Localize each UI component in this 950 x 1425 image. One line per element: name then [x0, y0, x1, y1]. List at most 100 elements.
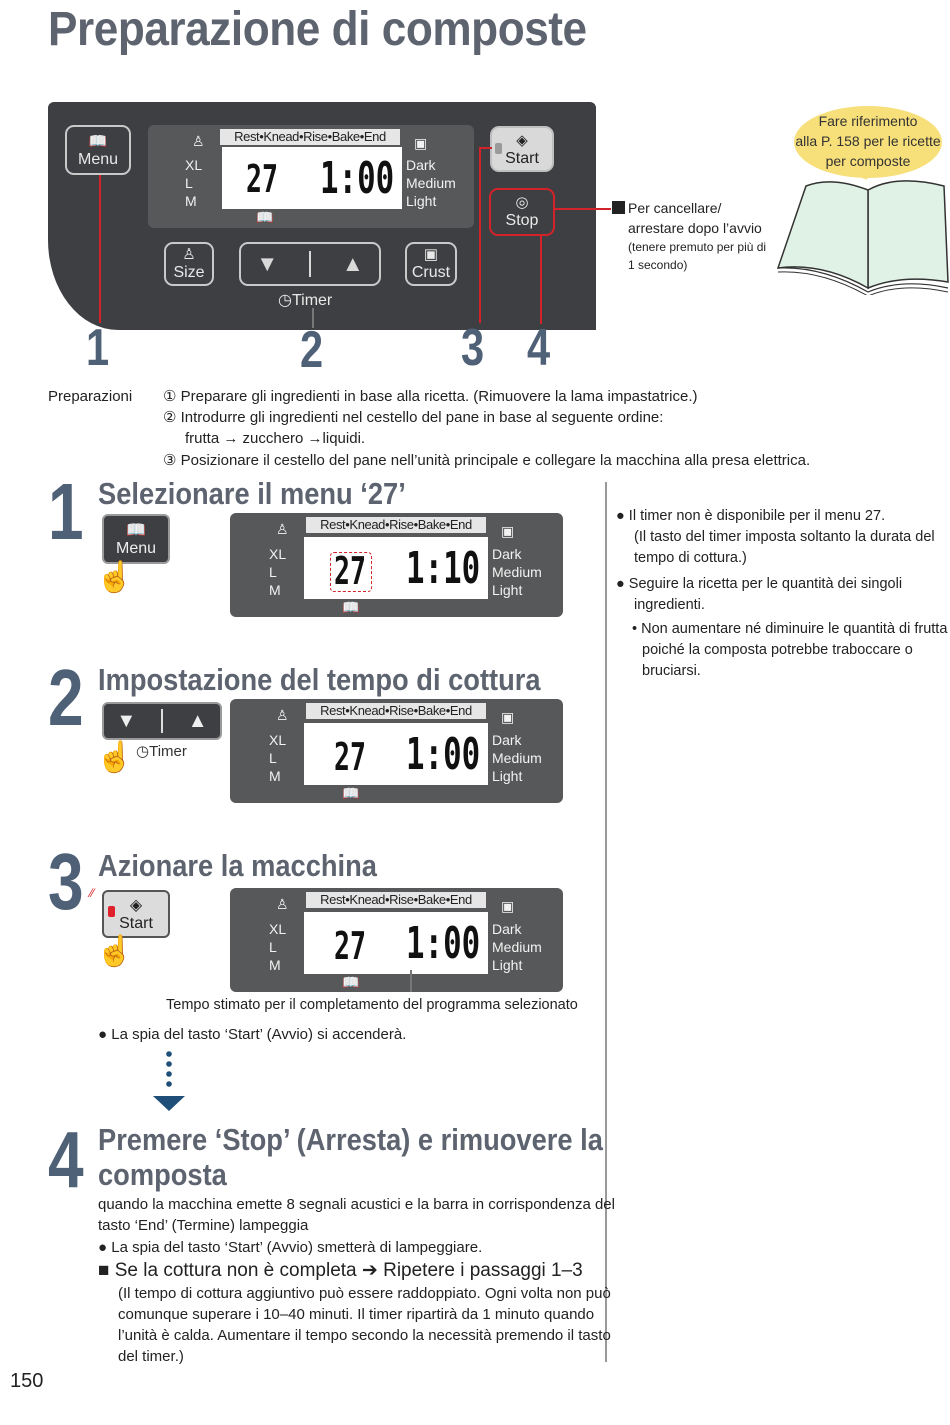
size-xl: XL: [269, 546, 287, 562]
step-3-number: 3: [48, 837, 84, 926]
size-xl: XL: [185, 157, 203, 173]
crust-light: Light: [492, 957, 523, 973]
lcd-time: 1:00: [406, 729, 481, 780]
arrow-up-icon[interactable]: ▲: [341, 251, 364, 276]
lcd-time: 1:10: [406, 543, 481, 594]
lcd-screen: 27 1:00: [222, 147, 402, 209]
step-2-lcd: Rest•Knead•Rise•Bake•End ♙ ▣ XL L M 27 1…: [230, 699, 563, 803]
crust-icon: ▣: [501, 898, 515, 914]
finger-press-icon: ☝: [96, 561, 134, 594]
lcd-menu-number: 27: [334, 735, 367, 779]
step-3-bullet: ● La spia del tasto ‘Start’ (Avvio) si a…: [98, 1026, 407, 1043]
crust-medium: Medium: [492, 564, 542, 580]
step-3-title: Azionare la macchina: [98, 848, 377, 883]
stop-note: Per cancellare/ arrestare dopo l’avvio (…: [628, 200, 767, 272]
arrow-down-icon[interactable]: ▼: [116, 709, 137, 732]
book-icon: 📖: [342, 785, 360, 801]
step-2-arrow-buttons[interactable]: ▼ ▲: [102, 702, 222, 740]
prep-label: Preparazioni: [48, 388, 133, 405]
step-4-para-3: l’unità è calda. Aumentare il tempo seco…: [118, 1327, 611, 1344]
clock-icon: ◷: [136, 743, 150, 760]
callout-line-1: [99, 175, 101, 323]
crust-icon: ▣: [414, 135, 428, 151]
prep-item-1: ① Preparare gli ingredienti in base alla…: [163, 388, 698, 405]
start-led-lit: [108, 906, 115, 917]
step-2-number: 2: [48, 653, 84, 742]
crust-dark: Dark: [406, 157, 436, 173]
callout-3: 3: [461, 319, 485, 377]
step-4-para-2: comunque superare i 10–40 minuti. Il tim…: [118, 1306, 595, 1323]
book-icon: 📖: [126, 522, 146, 539]
step-4-bullet: ● La spia del tasto ‘Start’ (Avvio) smet…: [98, 1239, 483, 1256]
callout-line-4: [540, 236, 542, 324]
size-l: L: [269, 750, 277, 766]
arrow-down-icon[interactable]: ▼: [256, 251, 279, 276]
start-diamond-icon: ◈: [129, 897, 143, 914]
size-m: M: [269, 957, 281, 973]
stop-note-leader: [555, 208, 611, 210]
step-3-start-button[interactable]: ◈ Start: [102, 890, 170, 938]
size-m: M: [269, 582, 281, 598]
size-xl: XL: [269, 921, 287, 937]
step-1-lcd: Rest•Knead•Rise•Bake•End ♙ ▣ XL L M 27 1…: [230, 513, 563, 617]
book-icon: 📖: [88, 133, 108, 150]
lcd-menu-number: 27: [334, 924, 367, 968]
size-loaf-icon: ♙: [276, 707, 289, 723]
crust-light: Light: [492, 768, 523, 784]
arrow-separator: [309, 251, 311, 277]
menu-button[interactable]: 📖 Menu: [65, 125, 131, 175]
prep-item-2: ② Introdurre gli ingredienti nel cestell…: [163, 409, 664, 426]
caption-leader: [410, 970, 412, 992]
size-l: L: [269, 939, 277, 955]
side-note-1b: (Il tasto del timer imposta soltanto la …: [634, 529, 935, 545]
stop-button[interactable]: ◎ Stop: [489, 188, 555, 236]
lcd-screen: 27 1:00: [304, 912, 488, 974]
main-lcd: Rest•Knead•Rise•Bake•End ♙ ▣ XL L M 27 1…: [148, 125, 474, 228]
step-3-lcd: Rest•Knead•Rise•Bake•End ♙ ▣ XL L M 27 1…: [230, 888, 563, 992]
side-note-3c: bruciarsi.: [642, 663, 701, 679]
lcd-screen: 27 1:00: [304, 723, 488, 785]
step-4-para-4: del timer.): [118, 1348, 184, 1365]
stop-icon: ◎: [515, 194, 529, 211]
crust-dark: Dark: [492, 546, 522, 562]
crust-dark: Dark: [492, 921, 522, 937]
start-diamond-icon: ◈: [516, 132, 528, 149]
callout-1: 1: [86, 319, 110, 377]
size-loaf-icon: ♙: [276, 521, 289, 537]
finger-press-icon: ☝: [96, 935, 134, 968]
callout-line-3-horizontal: [479, 147, 492, 149]
crust-light: Light: [406, 193, 437, 209]
size-xl: XL: [269, 732, 287, 748]
step-4-number: 4: [48, 1115, 84, 1204]
prep-item-3: ③ Posizionare il cestello del pane nell’…: [163, 452, 811, 469]
size-loaf-icon: ♙: [276, 896, 289, 912]
book-icon: 📖: [342, 599, 360, 615]
step-1-menu-button[interactable]: 📖 Menu: [102, 514, 170, 564]
size-l: L: [185, 175, 193, 191]
callout-line-3: [479, 148, 481, 323]
side-note-1c: tempo di cottura.): [634, 550, 747, 566]
book-icon: 📖: [256, 209, 274, 225]
step-4-title-line1: Premere ‘Stop’ (Arresta) e rimuovere la: [98, 1122, 603, 1157]
size-m: M: [269, 768, 281, 784]
square-bullet-icon: [612, 201, 625, 214]
open-book-icon: [776, 174, 949, 295]
lcd-time: 1:00: [406, 918, 481, 969]
size-button[interactable]: ♙ Size: [164, 242, 214, 286]
crust-button[interactable]: ▣ Crust: [405, 242, 457, 286]
timer-label: ◷Timer: [278, 292, 333, 309]
blink-rays-icon: ⁄⁄: [90, 886, 95, 900]
lcd-screen: 27 1:10: [304, 537, 488, 599]
step-1-number: 1: [48, 467, 84, 556]
start-button[interactable]: ◈ Start: [490, 126, 554, 172]
timer-arrow-buttons[interactable]: ▼ ▲: [239, 242, 381, 286]
size-loaf-icon: ♙: [192, 133, 205, 149]
arrow-up-icon[interactable]: ▲: [187, 709, 208, 732]
highlight-box: [330, 552, 372, 592]
side-note-1: ● Il timer non è disponibile per il menu…: [616, 508, 886, 524]
crust-icon: ▣: [501, 709, 515, 725]
crust-light: Light: [492, 582, 523, 598]
side-note-2: ● Seguire la ricetta per le quantità dei…: [616, 576, 903, 592]
side-note-3: • Non aumentare né diminuire le quantità…: [632, 621, 948, 637]
crust-icon: ▣: [423, 246, 439, 263]
